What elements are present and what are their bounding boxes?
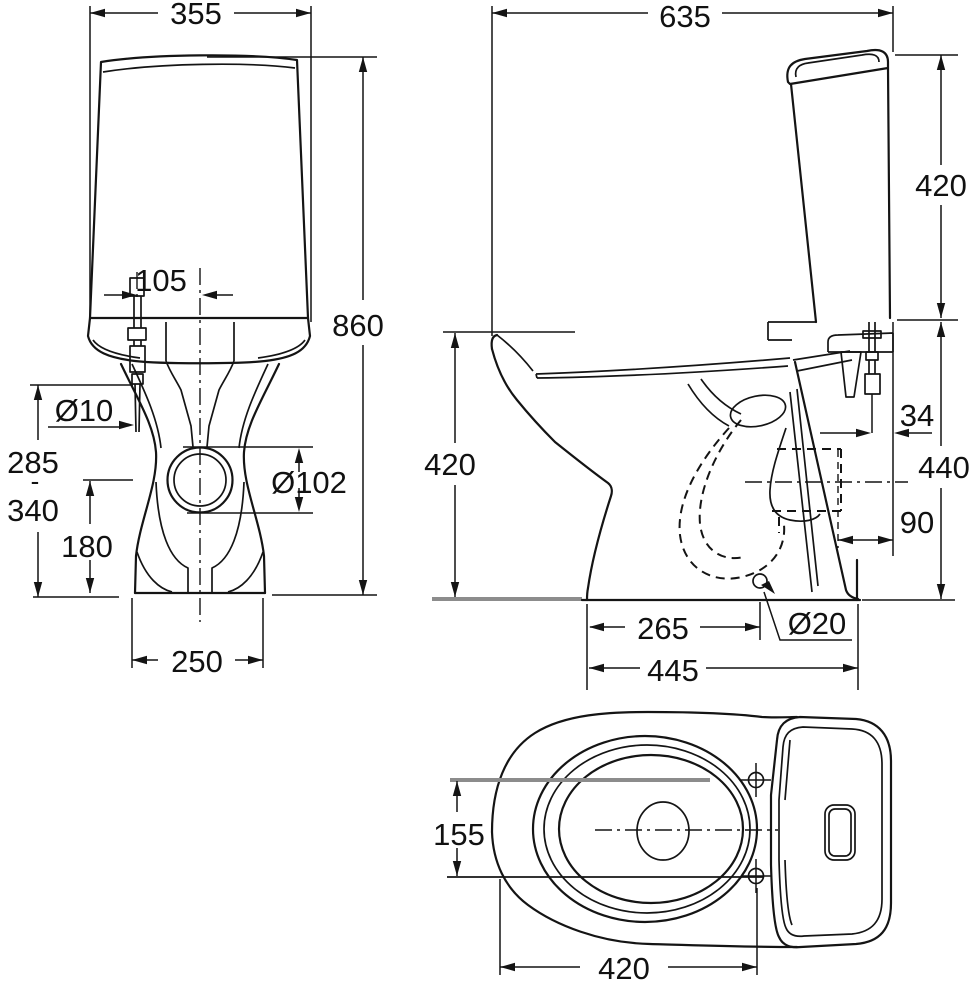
dim-front-inlet-height-max: 340 xyxy=(7,493,59,528)
dim-side-total-depth: 635 xyxy=(659,0,711,34)
bowl-opening-top xyxy=(557,753,745,905)
dim-top-bolt-spacing: 155 xyxy=(433,817,485,852)
flush-button xyxy=(824,804,856,861)
supply-pipe-front xyxy=(127,277,147,433)
cistern-lid-side xyxy=(786,48,890,86)
cistern-front-edge xyxy=(789,82,818,324)
seat-ring-outer xyxy=(531,734,759,924)
bowl-rear-profile xyxy=(793,360,860,602)
dim-front-inlet-offset: 105 xyxy=(135,263,187,298)
dim-front-tank-width: 355 xyxy=(170,0,222,31)
bowl-front-profile xyxy=(490,347,613,602)
side-view: 635 420 440 34 90 420 265 xyxy=(424,0,970,690)
side-view-outline xyxy=(432,48,908,602)
cistern-front-outline xyxy=(88,54,310,320)
dim-side-fixing-hole-diameter: Ø20 xyxy=(788,606,847,641)
cistern-rear-edge xyxy=(886,66,892,320)
dim-side-foot-depth: 445 xyxy=(647,653,699,688)
dim-front-total-height: 860 xyxy=(332,308,384,343)
front-view-dimensions: 355 105 860 Ø10 285 - 340 180 xyxy=(7,0,384,679)
dim-front-outlet-height: 180 xyxy=(61,529,113,564)
top-view-outline xyxy=(447,710,893,949)
top-view-dimensions: 155 420 xyxy=(433,781,758,986)
seat-edge xyxy=(535,357,791,379)
seat-hinge-assembly xyxy=(792,332,894,398)
trap-hidden-line xyxy=(678,427,786,580)
pedestal-right-edge xyxy=(242,362,281,595)
cistern-lid-top xyxy=(778,726,883,938)
dim-front-outlet-diameter: Ø102 xyxy=(271,465,347,500)
drain-spot xyxy=(636,801,690,861)
bowl-opening-ellipse xyxy=(729,394,787,428)
pedestal-left-edge xyxy=(119,362,158,595)
dim-side-bowl-height: 420 xyxy=(424,447,476,482)
dim-side-outlet-offset: 90 xyxy=(900,505,934,540)
cistern-lid-seam xyxy=(102,63,296,73)
seat-ring-mid xyxy=(543,744,751,914)
supply-pipe-side xyxy=(862,322,882,395)
fixing-hole xyxy=(752,573,768,589)
cistern-top-outline xyxy=(769,715,893,949)
dim-top-bolt-to-front: 420 xyxy=(598,951,650,986)
dim-side-outlet-from-front: 265 xyxy=(637,611,689,646)
dim-side-height-to-hinge: 440 xyxy=(918,450,970,485)
top-view: 155 420 xyxy=(433,710,893,986)
dim-front-inlet-diameter: Ø10 xyxy=(55,393,114,428)
rim-nose xyxy=(490,333,499,351)
dim-front-inlet-height-sep: - xyxy=(31,466,40,496)
bowl-outline-top-lower xyxy=(490,830,799,949)
side-view-dimensions: 635 420 440 34 90 420 265 xyxy=(424,0,970,690)
seat-bolt-lower xyxy=(741,859,771,893)
dim-side-cistern-height: 420 xyxy=(915,168,967,203)
front-view: 355 105 860 Ø10 285 - 340 180 xyxy=(7,0,384,679)
dim-side-supply-offset: 34 xyxy=(900,398,934,433)
front-view-outline xyxy=(86,54,312,622)
bowl-outline-top-upper xyxy=(490,710,799,834)
bowl-deck-front xyxy=(86,316,312,365)
dim-front-inlet-height-min: 285 xyxy=(7,445,59,480)
wall-outlet-hidden xyxy=(772,448,842,533)
seat-bolt-upper xyxy=(741,763,771,797)
dim-front-base-width: 250 xyxy=(171,644,223,679)
